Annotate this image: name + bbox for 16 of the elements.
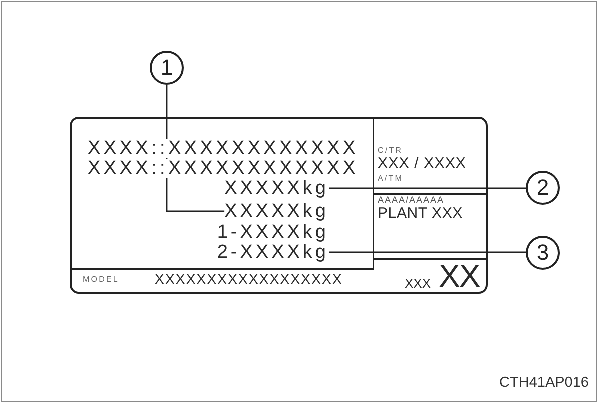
field-label: C/TR xyxy=(378,147,404,155)
code-text: XX xyxy=(439,260,480,292)
code-text: XXX xyxy=(405,277,432,290)
figure-code: CTH41AP016 xyxy=(500,376,589,390)
model-code: XXXXXXXXXXXXXXXXXX xyxy=(155,272,343,286)
callout-number: 1 xyxy=(150,51,184,85)
field-label: A/TM xyxy=(378,175,404,183)
field-label: MODEL xyxy=(83,276,120,284)
callout-number: 3 xyxy=(526,236,560,270)
leader-line xyxy=(329,188,526,190)
code-text: XXX / XXXX xyxy=(378,156,467,171)
callout-number: 2 xyxy=(526,171,560,205)
leader-line xyxy=(329,252,526,254)
label-plate xyxy=(70,117,488,294)
plant-text: PLANT XXX xyxy=(378,206,463,221)
code-text: AAAA/AAAAA xyxy=(378,196,445,205)
